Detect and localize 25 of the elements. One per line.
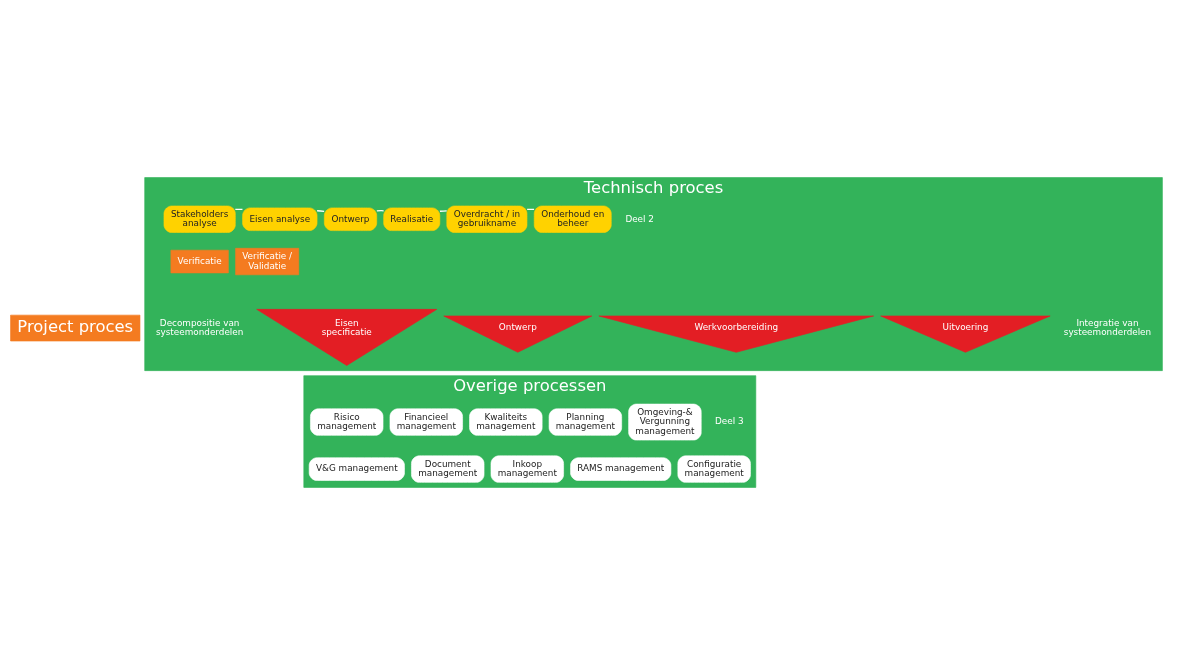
label: Integratie van systeemonderdelen [1063,317,1152,338]
node-box: Financieel management [389,408,463,436]
label: Deel 2 [625,213,654,224]
node-box: Onderhoud en beheer [533,205,612,233]
label: Deel 3 [715,416,744,427]
node-box: Omgeving-& Vergunning management [628,403,702,441]
node-box: Eisen analyse [242,207,318,231]
node-box: Risico management [310,408,384,436]
node-box: Realisatie [383,207,441,231]
node-box: Verificatie [170,249,229,274]
node-box: RAMS management [570,457,672,481]
node-box: Stakeholders analyse [163,205,236,233]
node-box: Inkoop management [490,455,564,483]
node-box: Document management [411,455,485,483]
node-box: Configuratie management [677,455,751,483]
node-box: Overdracht / in gebruikname [446,205,528,233]
node-box: Kwaliteits management [469,408,543,436]
node-box: Project proces [10,314,141,342]
connector [316,210,325,212]
node-box: Ontwerp [324,207,378,231]
label: Decompositie van systeemonderdelen [155,317,244,338]
node-box: Verificatie / Validatie [235,247,300,276]
connector [439,210,448,212]
node-box: V&G management [308,457,405,481]
node-box: Planning management [548,408,622,436]
